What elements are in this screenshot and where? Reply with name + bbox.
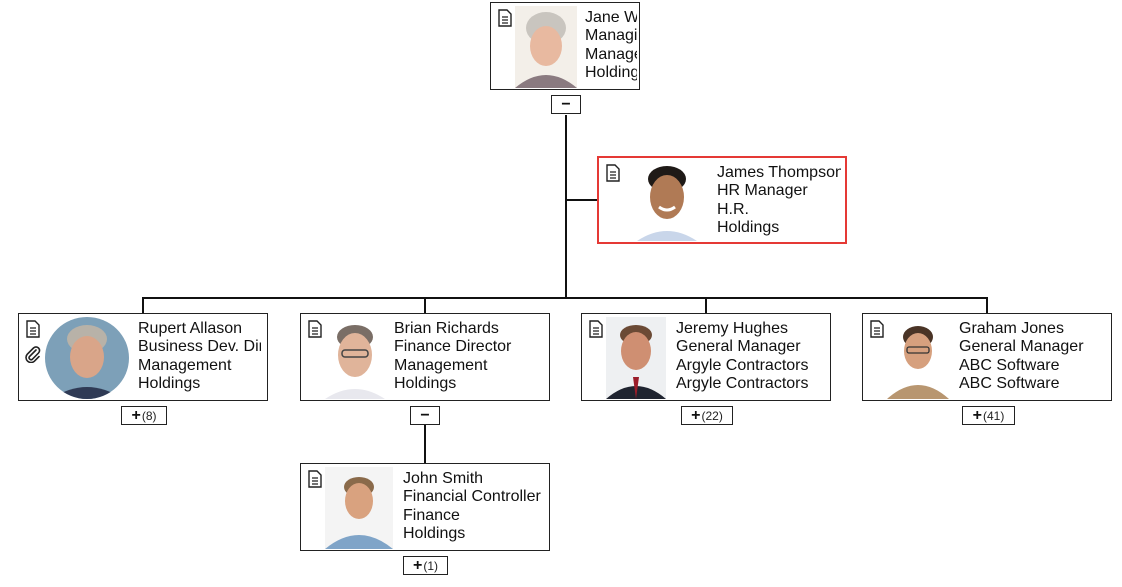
connector-line: [142, 297, 988, 299]
document-icon[interactable]: [606, 164, 620, 182]
minus-icon: −: [561, 95, 571, 113]
avatar: [45, 317, 129, 399]
person-title: HR Manager: [717, 182, 808, 200]
collapse-button[interactable]: −: [551, 95, 581, 114]
person-department: Management: [585, 45, 637, 63]
connector-line: [705, 297, 707, 314]
org-node-jeremy[interactable]: Jeremy Hughes General Manager Argyle Con…: [581, 313, 831, 401]
person-title: General Manager: [959, 338, 1084, 356]
org-node-rupert[interactable]: Rupert Allason Business Dev. Director Ma…: [18, 313, 268, 401]
connector-line: [565, 115, 567, 298]
plus-icon: +: [972, 406, 982, 424]
child-count: (8): [141, 408, 157, 423]
paperclip-icon[interactable]: [24, 345, 42, 363]
person-name: James Thompson: [717, 164, 841, 181]
avatar: [606, 317, 666, 399]
person-department: Management: [138, 356, 232, 374]
connector-line: [424, 425, 426, 464]
document-icon[interactable]: [308, 470, 322, 488]
org-node-john[interactable]: John Smith Financial Controller Finance …: [300, 463, 550, 551]
person-name: Rupert Allason: [138, 320, 243, 337]
avatar: [325, 317, 385, 399]
document-icon[interactable]: [308, 320, 322, 338]
person-company: Holdings: [403, 525, 466, 543]
document-icon[interactable]: [870, 320, 884, 338]
person-title: General Manager: [676, 338, 801, 356]
person-department: Argyle Contractors: [676, 356, 809, 374]
expand-button[interactable]: + (41): [962, 406, 1015, 425]
person-company: ABC Software: [959, 375, 1060, 393]
person-department: H.R.: [717, 200, 749, 218]
person-title: Finance Director: [394, 338, 512, 356]
connector-line: [986, 297, 988, 314]
child-count: (1): [423, 558, 438, 573]
person-name: John Smith: [403, 470, 484, 487]
person-title: Financial Controller: [403, 488, 541, 506]
person-company: Argyle Contractors: [676, 375, 809, 393]
org-node-jane[interactable]: Jane Wilson Managing Director Management…: [490, 2, 640, 90]
document-icon[interactable]: [589, 320, 603, 338]
person-name: Jeremy Hughes: [676, 320, 789, 337]
person-department: Management: [394, 356, 488, 374]
child-count: (41): [983, 408, 1005, 423]
document-icon[interactable]: [26, 320, 40, 338]
plus-icon: +: [131, 406, 141, 424]
connector-line: [142, 297, 144, 314]
plus-icon: +: [412, 556, 423, 574]
avatar: [887, 317, 949, 399]
person-company: Holdings: [394, 375, 457, 393]
org-node-james[interactable]: James Thompson HR Manager H.R. Holdings: [597, 156, 847, 244]
person-company: Holdings: [585, 64, 637, 82]
minus-icon: −: [420, 406, 430, 424]
document-icon[interactable]: [498, 9, 512, 27]
person-company: Holdings: [717, 219, 780, 237]
person-name: Graham Jones: [959, 320, 1064, 337]
person-title: Managing Director: [585, 27, 637, 45]
person-name: Brian Richards: [394, 320, 499, 337]
expand-button[interactable]: + (8): [121, 406, 167, 425]
person-name: Jane Wilson: [585, 9, 637, 26]
connector-line: [565, 199, 598, 201]
org-node-graham[interactable]: Graham Jones General Manager ABC Softwar…: [862, 313, 1112, 401]
collapse-button[interactable]: −: [410, 406, 440, 425]
avatar: [325, 467, 393, 549]
org-node-brian[interactable]: Brian Richards Finance Director Manageme…: [300, 313, 550, 401]
person-department: Finance: [403, 506, 460, 524]
person-title: Business Dev. Director: [138, 338, 261, 356]
avatar: [515, 6, 577, 88]
expand-button[interactable]: + (1): [403, 556, 448, 575]
plus-icon: +: [691, 406, 701, 424]
connector-line: [424, 297, 426, 314]
avatar: [637, 161, 697, 241]
expand-button[interactable]: + (22): [681, 406, 733, 425]
child-count: (22): [701, 408, 723, 423]
person-department: ABC Software: [959, 356, 1060, 374]
person-company: Holdings: [138, 375, 201, 393]
